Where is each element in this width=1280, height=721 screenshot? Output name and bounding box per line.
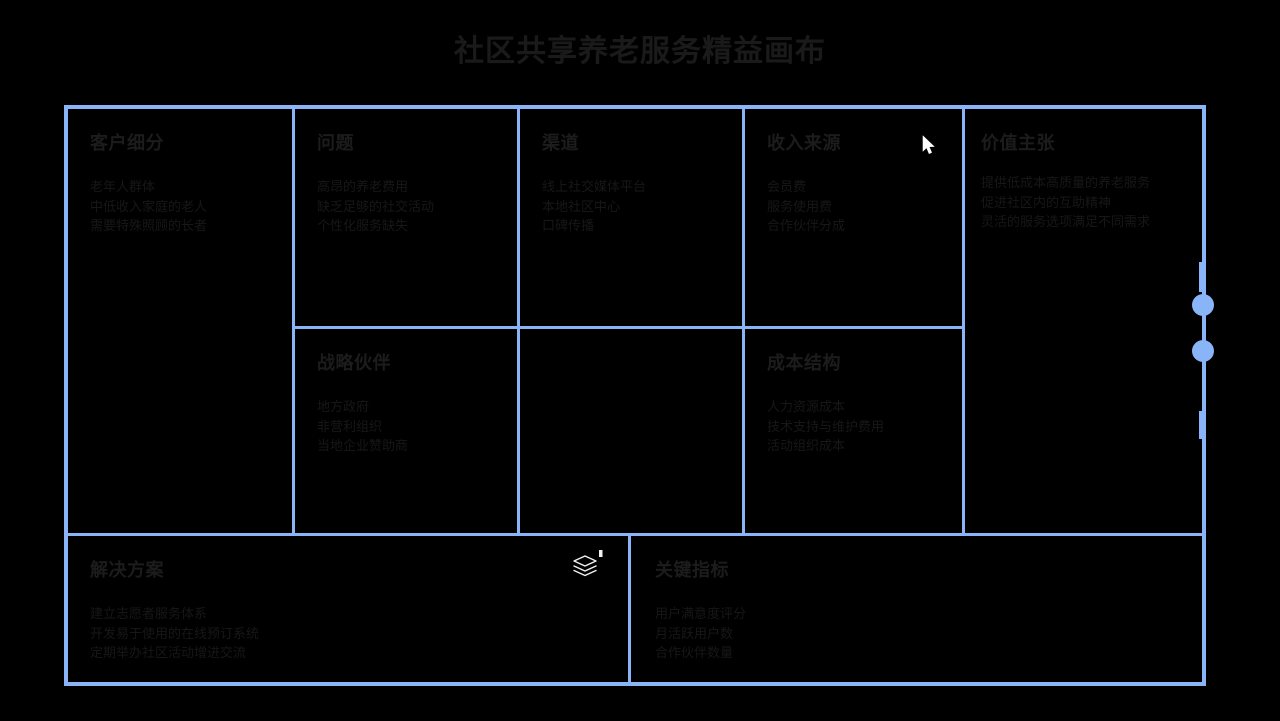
list-item: 合作伙伴分成 (767, 218, 846, 233)
list-item: 线上社交媒体平台 (542, 179, 647, 194)
panel-title-cost-structure: 成本结构 (767, 353, 841, 373)
panel-customer-segments[interactable]: 客户细分 老年人群体 中低收入家庭的老人 需要特殊照顾的长者 (68, 109, 292, 533)
panel-items-problem: 高昂的养老费用 缺乏足够的社交活动 个性化服务缺失 (317, 177, 499, 236)
panel-items-customer-segments: 老年人群体 中低收入家庭的老人 需要特殊照顾的长者 (90, 177, 274, 236)
panel-value-proposition[interactable]: 价值主张 提供低成本高质量的养老服务 促进社区内的互助精神 灵活的服务选项满足不… (965, 109, 1202, 533)
layers-icon[interactable] (568, 548, 608, 584)
panel-channels[interactable]: 渠道 线上社交媒体平台 本地社区中心 口碑传播 (520, 109, 742, 533)
grid-line-vertical-4 (962, 109, 965, 533)
panel-title-value-proposition: 价值主张 (981, 133, 1055, 153)
panel-key-partners[interactable]: 战略伙伴 地方政府 非营利组织 当地企业赞助商 (295, 329, 517, 533)
panel-solution[interactable]: 解决方案 建立志愿者服务体系 开发易于使用的在线预订系统 定期举办社区活动增进交… (68, 536, 628, 683)
list-item: 需要特殊照顾的长者 (90, 218, 208, 233)
list-item: 会员费 (767, 179, 807, 194)
panel-title-channels: 渠道 (542, 133, 579, 153)
list-item: 非营利组织 (317, 418, 383, 434)
panel-cost-structure[interactable]: 成本结构 人力资源成本 技术支持与维护费用 活动组织成本 (745, 329, 962, 533)
panel-items-revenue-streams: 会员费 服务使用费 合作伙伴分成 (767, 177, 944, 236)
panel-items-channels: 线上社交媒体平台 本地社区中心 口碑传播 (542, 177, 724, 236)
connector-segment-bottom (1199, 411, 1206, 439)
panel-title-key-metrics: 关键指标 (655, 560, 729, 580)
list-item: 提供低成本高质量的养老服务 (981, 175, 1151, 190)
grid-line-horizontal-mid-right (742, 326, 962, 329)
panel-items-key-metrics: 用户满意度评分 月活跃用户数 合作伙伴数量 (655, 604, 1184, 663)
panel-title-key-partners: 战略伙伴 (317, 353, 391, 373)
list-item: 服务使用费 (767, 198, 833, 214)
mouse-cursor-icon (921, 135, 937, 157)
list-item: 定期举办社区活动增进交流 (90, 645, 247, 660)
list-item: 本地社区中心 (542, 198, 621, 214)
list-item: 活动组织成本 (767, 438, 846, 453)
list-item: 中低收入家庭的老人 (90, 198, 208, 214)
panel-problem[interactable]: 问题 高昂的养老费用 缺乏足够的社交活动 个性化服务缺失 (295, 109, 517, 326)
list-item: 建立志愿者服务体系 (90, 606, 208, 621)
panel-items-solution: 建立志愿者服务体系 开发易于使用的在线预订系统 定期举办社区活动增进交流 (90, 604, 610, 663)
list-item: 用户满意度评分 (655, 606, 747, 621)
grid-line-vertical-1 (292, 109, 295, 533)
scroll-handle-dot-upper[interactable] (1192, 294, 1214, 316)
lean-canvas-board: 客户细分 老年人群体 中低收入家庭的老人 需要特殊照顾的长者 问题 高昂的养老费… (64, 105, 1206, 686)
list-item: 开发易于使用的在线预订系统 (90, 625, 260, 641)
list-item: 技术支持与维护费用 (767, 418, 885, 434)
scroll-handle-dot-lower[interactable] (1192, 340, 1214, 362)
panel-items-key-partners: 地方政府 非营利组织 当地企业赞助商 (317, 397, 499, 456)
panel-title-customer-segments: 客户细分 (90, 133, 164, 153)
connector-segment-top (1199, 262, 1206, 292)
list-item: 口碑传播 (542, 218, 595, 233)
grid-line-vertical-3 (742, 109, 745, 533)
panel-key-metrics[interactable]: 关键指标 用户满意度评分 月活跃用户数 合作伙伴数量 (631, 536, 1202, 683)
list-item: 老年人群体 (90, 179, 156, 194)
list-item: 地方政府 (317, 399, 370, 414)
list-item: 人力资源成本 (767, 399, 846, 414)
panel-revenue-streams[interactable]: 收入来源 会员费 服务使用费 合作伙伴分成 (745, 109, 962, 326)
panel-items-value-proposition: 提供低成本高质量的养老服务 促进社区内的互助精神 灵活的服务选项满足不同需求 (981, 173, 1184, 232)
list-item: 个性化服务缺失 (317, 218, 409, 233)
grid-line-vertical-2 (517, 109, 520, 533)
list-item: 当地企业赞助商 (317, 438, 409, 453)
grid-line-vertical-bottom (628, 533, 631, 683)
list-item: 月活跃用户数 (655, 625, 734, 641)
page-title: 社区共享养老服务精益画布 (454, 35, 826, 68)
panel-items-cost-structure: 人力资源成本 技术支持与维护费用 活动组织成本 (767, 397, 944, 456)
list-item: 合作伙伴数量 (655, 645, 734, 660)
list-item: 高昂的养老费用 (317, 179, 409, 194)
panel-title-problem: 问题 (317, 133, 354, 153)
list-item: 灵活的服务选项满足不同需求 (981, 214, 1151, 229)
list-item: 促进社区内的互助精神 (981, 194, 1112, 210)
panel-title-solution: 解决方案 (90, 560, 164, 580)
panel-title-revenue-streams: 收入来源 (767, 133, 841, 153)
grid-line-horizontal-bottom (68, 533, 1202, 536)
list-item: 缺乏足够的社交活动 (317, 198, 435, 214)
grid-line-horizontal-mid (292, 326, 742, 329)
